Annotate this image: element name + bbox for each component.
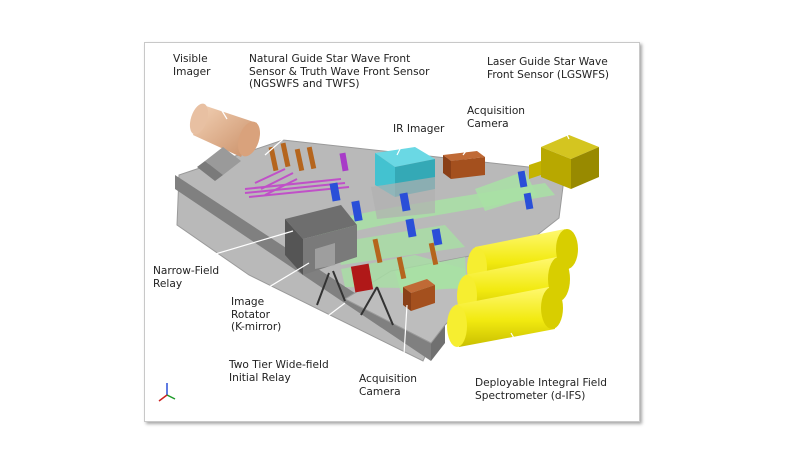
spectrometer-cylinders <box>447 229 578 347</box>
relay-mirrors <box>268 142 439 293</box>
ir-imager-unit <box>371 147 435 219</box>
acquisition-camera-top-unit <box>443 151 485 179</box>
support-truss <box>316 270 394 326</box>
label-difs: Deployable Integral Field Spectrometer (… <box>475 377 607 402</box>
label-ngswfs: Natural Guide Star Wave Front Sensor & T… <box>249 53 430 90</box>
leader-lines <box>184 82 570 378</box>
narrow-field-relay-housing <box>285 205 357 275</box>
beam-middle <box>333 225 465 265</box>
label-acquisition-camera-top: Acquisition Camera <box>467 105 526 130</box>
label-image-rotator: Image Rotator (K-mirror) <box>231 296 282 333</box>
label-acquisition-camera-bottom: Acquisition Camera <box>359 373 418 398</box>
lgswfs-unit <box>529 135 599 189</box>
instrument-illustration <box>158 82 599 402</box>
label-narrow-field-relay: Narrow-Field Relay <box>153 265 220 290</box>
axes-icon <box>158 383 176 402</box>
blue-optics <box>329 152 534 246</box>
label-two-tier-relay: Two Tier Wide-field Initial Relay <box>229 359 329 384</box>
label-visible-imager: Visible Imager <box>173 53 211 78</box>
label-ir-imager: IR Imager <box>393 123 445 135</box>
acquisition-camera-bottom-unit <box>403 279 435 311</box>
bench-side-right <box>431 325 445 361</box>
visible-imager-cylinder <box>189 103 261 181</box>
diagram-frame: Visible Imager Natural Guide Star Wave F… <box>144 42 640 422</box>
label-lgswfs: Laser Guide Star Wave Front Sensor (LGSW… <box>487 56 610 81</box>
